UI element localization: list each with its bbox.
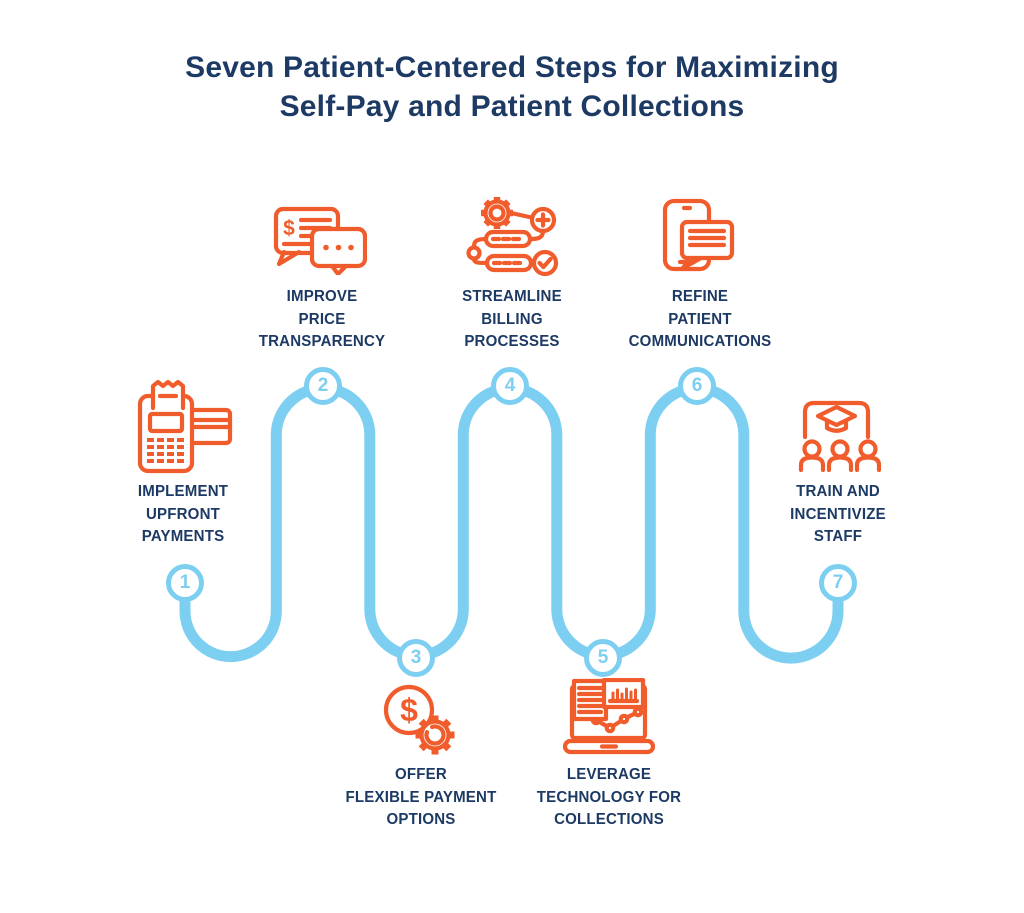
laptop-analytics-icon xyxy=(560,678,660,758)
step-5-label-line-2: TECHNOLOGY FOR xyxy=(536,788,682,806)
step-7-label-line-1: TRAIN AND xyxy=(796,483,880,500)
step-7-label-line-2: INCENTIVIZE xyxy=(790,505,886,523)
step-2-label-line-3: TRANSPARENCY xyxy=(258,333,386,350)
step-3-label: OFFER FLEXIBLE PAYMENT OPTIONS xyxy=(318,764,525,832)
title-line-2: Self-Pay and Patient Collections xyxy=(279,90,745,123)
step-5-number: 5 xyxy=(597,647,609,668)
step-4-number: 4 xyxy=(504,375,516,396)
staff-training-icon xyxy=(796,399,881,474)
step-6-number: 6 xyxy=(691,375,703,396)
step-5-label: LEVERAGE TECHNOLOGY FOR COLLECTIONS xyxy=(506,764,713,832)
page-title: Seven Patient-Centered Steps for Maximiz… xyxy=(0,48,1024,126)
step-3-label-line-3: OPTIONS xyxy=(386,811,456,828)
step-2-label: IMPROVE PRICE TRANSPARENCY xyxy=(219,286,426,354)
step-3-number: 3 xyxy=(410,647,422,668)
step-2-label-line-2: PRICE xyxy=(298,310,346,328)
step-7-marker: 7 xyxy=(819,564,857,602)
step-3-label-line-1: OFFER xyxy=(395,766,447,783)
step-5-label-line-1: LEVERAGE xyxy=(566,766,652,783)
step-5-marker: 5 xyxy=(584,639,622,677)
step-6-marker: 6 xyxy=(678,367,716,405)
step-6-label-line-1: REFINE xyxy=(671,288,729,305)
step-3-label-line-2: FLEXIBLE PAYMENT xyxy=(345,788,497,806)
step-2-number: 2 xyxy=(317,375,329,396)
step-7-number: 7 xyxy=(832,572,844,593)
phone-chat-icon xyxy=(662,198,737,283)
step-5-label-line-3: COLLECTIONS xyxy=(554,811,664,828)
step-6-label: REFINE PATIENT COMMUNICATIONS xyxy=(597,286,804,354)
step-2-label-line-1: IMPROVE xyxy=(286,288,358,305)
step-4-label-line-1: STREAMLINE xyxy=(462,288,562,305)
coin-gear-icon: $ xyxy=(383,680,463,760)
card-terminal-icon xyxy=(130,378,235,478)
step-4-marker: 4 xyxy=(491,367,529,405)
step-2-marker: 2 xyxy=(304,367,342,405)
step-6-label-line-2: PATIENT xyxy=(668,310,732,328)
step-7-label-line-3: STAFF xyxy=(813,528,863,545)
step-4-label: STREAMLINE BILLING PROCESSES xyxy=(409,286,616,354)
step-1-label-line-2: UPFRONT xyxy=(145,505,220,523)
step-4-label-line-2: BILLING xyxy=(481,310,543,328)
step-6-label-line-3: COMMUNICATIONS xyxy=(628,333,772,350)
dollar-sign-glyph: $ xyxy=(283,217,295,240)
billing-workflow-icon xyxy=(465,190,560,280)
step-1-marker: 1 xyxy=(166,564,204,602)
step-3-marker: 3 xyxy=(397,639,435,677)
step-1-number: 1 xyxy=(179,572,191,593)
step-1-label-line-1: IMPLEMENT xyxy=(137,483,229,500)
dollar-sign-glyph: $ xyxy=(400,692,418,728)
step-7-label: TRAIN AND INCENTIVIZE STAFF xyxy=(735,481,942,549)
step-1-label-line-3: PAYMENTS xyxy=(141,528,225,545)
step-1-label: IMPLEMENT UPFRONT PAYMENTS xyxy=(80,481,287,549)
step-4-label-line-3: PROCESSES xyxy=(464,333,560,350)
title-line-1: Seven Patient-Centered Steps for Maximiz… xyxy=(185,51,839,84)
price-chat-icon: $ xyxy=(272,205,367,275)
